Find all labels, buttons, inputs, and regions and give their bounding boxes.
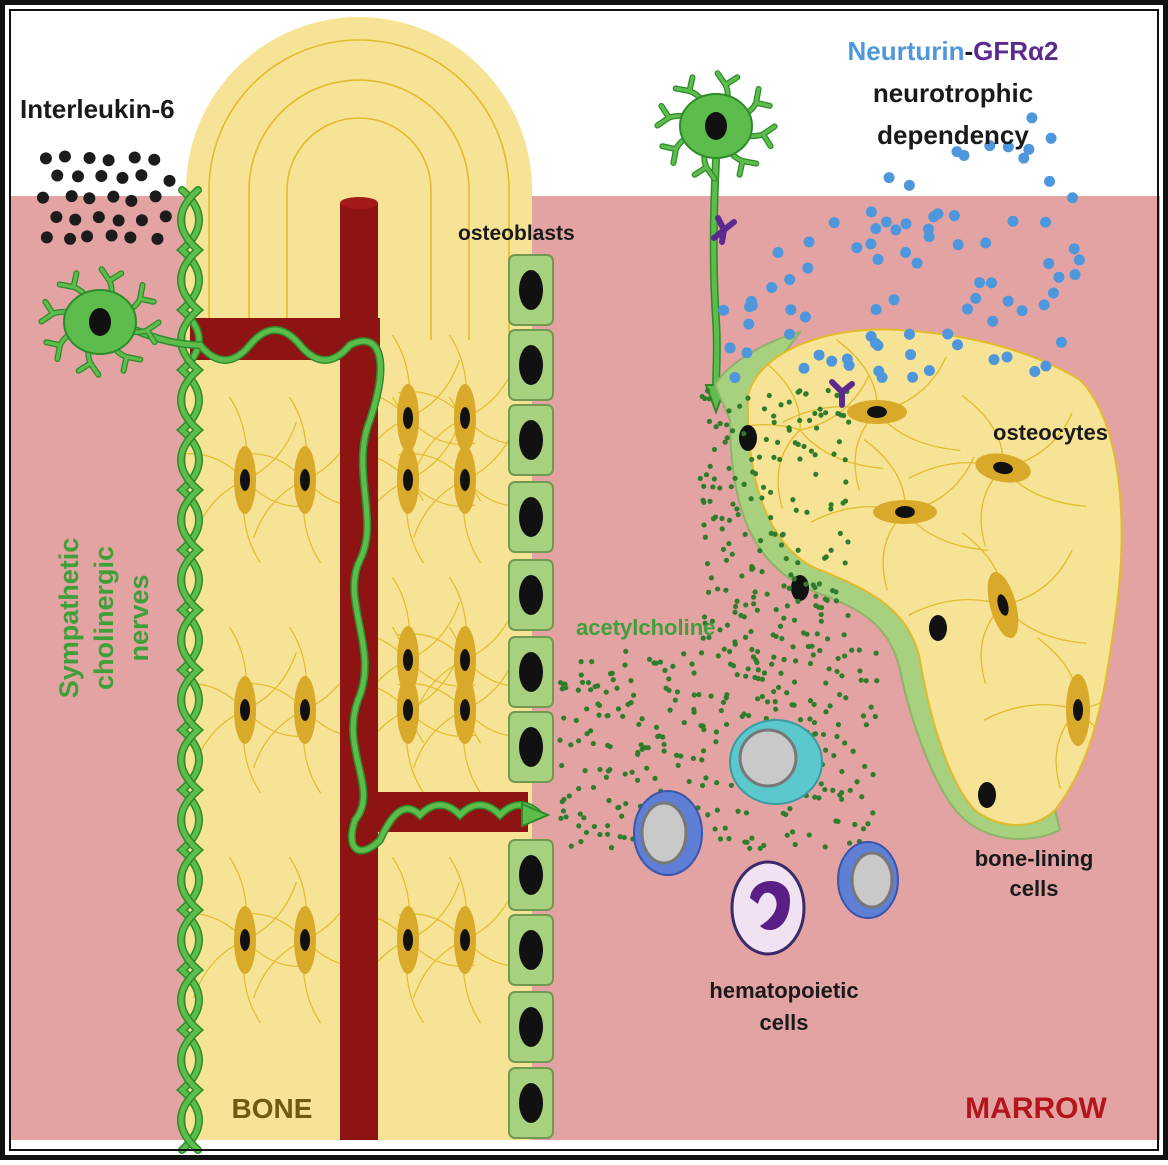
inner-frame [9,9,1159,1151]
svg-text:Sympathetic: Sympathetic [54,538,84,699]
svg-text:cholinergic: cholinergic [89,546,119,690]
hematopoietic-cell-icon [837,841,899,919]
hematopoietic-label-line2: cells [760,1010,809,1035]
receptor-icon [829,379,855,408]
osteoblast-cell-icon [508,404,554,476]
osteocyte-icon [975,453,1031,483]
receptor-icon [711,215,737,245]
acetylcholine-dots [557,387,880,851]
bone-lining-cell-icon [929,615,947,641]
hematopoietic-cell-icon [633,790,703,876]
acetylcholine-label: acetylcholine [576,615,715,640]
marrow-label: MARROW [965,1092,1107,1125]
osteoblasts-label: osteoblasts [458,222,575,245]
neurotrophic-label: neurotrophic [873,78,1033,108]
bone-lining-cell-icon [739,425,757,451]
bone-lining-cell-icon [791,575,809,601]
bone-label: BONE [232,1093,313,1124]
bone-lining-cell-icon [978,782,996,808]
neuron-icon [38,266,162,378]
osteoblast-cell-icon [508,559,554,631]
osteocyte-icon [987,571,1019,639]
hematopoietic-cell-icon [729,719,823,805]
osteoblast-cell-icon [508,636,554,708]
hematopoietic-cell-icon [730,860,806,956]
sympathetic-cholinergic-nerves-label: Sympathetic cholinergic nerves [54,538,154,699]
neurturin-gfra2-label: Neurturin-GFRα2 [848,36,1059,66]
osteocyte-icon [847,400,907,424]
neurturin-dots [718,112,1085,383]
osteocytes-label: osteocytes [993,420,1108,445]
svg-text:nerves: nerves [124,574,154,661]
osteoblast-column [508,254,554,1139]
osteoblast-cell-icon [508,914,554,986]
bone-lining-label-line2: cells [1010,876,1059,901]
bone-lining-label-line1: bone-lining [975,846,1094,871]
neuron-icon [654,70,778,182]
osteocyte-bone-fragment [713,328,1123,840]
interleukin-6-dots [36,150,176,245]
osteoblast-cell-icon [508,1067,554,1139]
osteoblast-cell-icon [508,481,554,553]
osteoblast-cell-icon [508,991,554,1063]
osteoblast-cell-icon [508,839,554,911]
osteoblast-cell-icon [508,329,554,401]
osteoblast-cell-icon [508,254,554,326]
interleukin-6-label: Interleukin-6 [20,94,175,124]
osteocyte-icon [1066,674,1090,746]
hematopoietic-label-line1: hematopoietic [709,978,858,1003]
osteoblast-cell-icon [508,711,554,783]
dependency-label: dependency [877,120,1029,150]
osteocyte-icon [873,500,937,524]
